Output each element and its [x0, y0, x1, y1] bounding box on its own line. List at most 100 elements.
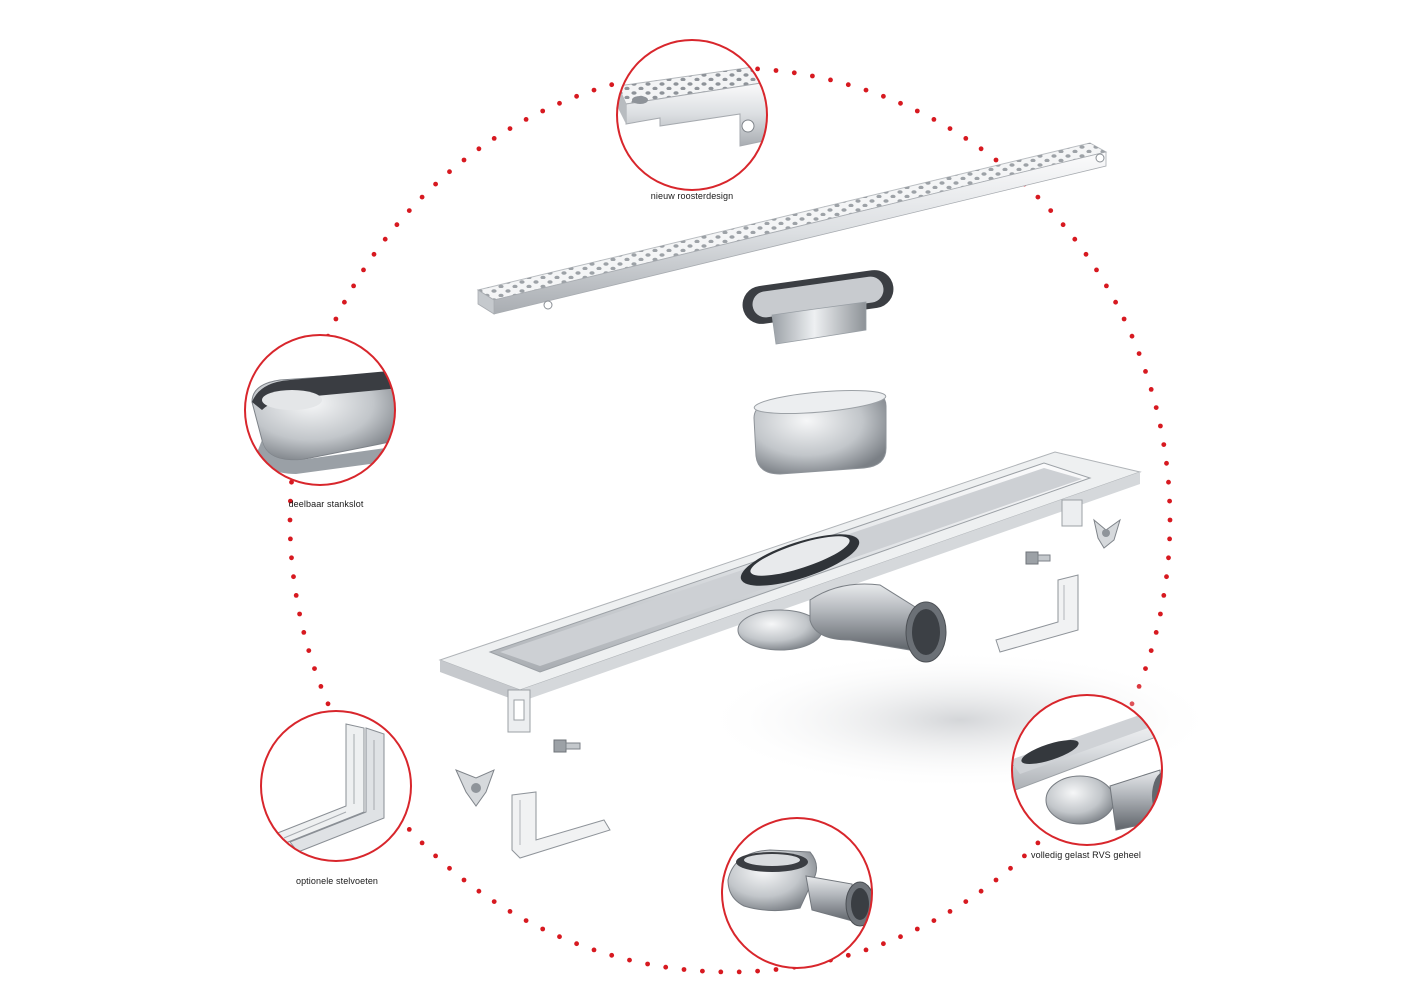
- ring-dot: [963, 136, 969, 141]
- bolt-left: [553, 739, 581, 753]
- ring-dot: [491, 899, 497, 904]
- foot-bracket-right: [995, 574, 1079, 653]
- ring-dot: [318, 684, 324, 689]
- ring-dot: [1143, 369, 1148, 374]
- ring-dot: [1166, 555, 1171, 561]
- ring-dot: [845, 82, 851, 88]
- ring-dot: [476, 888, 482, 894]
- ring-dot: [609, 82, 615, 88]
- ring-dot: [810, 73, 815, 79]
- ring-dot: [433, 853, 438, 859]
- ring-dot: [433, 181, 438, 187]
- outlet-assembly: [737, 583, 947, 663]
- ring-dot: [288, 498, 293, 504]
- ring-dot: [447, 865, 452, 871]
- ring-dot: [1008, 865, 1013, 871]
- ring-dot: [419, 194, 425, 200]
- ring-dot: [342, 299, 347, 305]
- ring-dot: [1129, 333, 1135, 339]
- ring-dot: [1083, 251, 1089, 257]
- callout-odour-trap: [244, 334, 396, 486]
- ring-dot: [291, 574, 296, 580]
- ring-dot: [507, 909, 513, 914]
- label-welded-body: volledig gelast RVS geheel: [1030, 850, 1142, 860]
- ring-dot: [1072, 236, 1078, 242]
- ring-dot: [1060, 222, 1066, 228]
- ring-dot: [394, 222, 400, 228]
- odour-trap-cup: [753, 389, 887, 475]
- bracket-right-top: [1061, 499, 1083, 527]
- ring-dot: [609, 952, 615, 958]
- ring-dot: [773, 967, 779, 972]
- ring-dot: [947, 909, 953, 914]
- ring-dot: [507, 126, 513, 131]
- ring-dot: [1167, 498, 1172, 504]
- ring-dot: [627, 957, 632, 963]
- ring-dot: [1113, 299, 1118, 305]
- ring-dot: [1164, 460, 1169, 466]
- ring-dot: [755, 66, 760, 72]
- ring-dot: [523, 117, 529, 122]
- ring-dot: [931, 918, 937, 923]
- ring-dot: [1143, 666, 1148, 671]
- bolt-right: [1025, 551, 1051, 565]
- ring-dot: [863, 947, 869, 953]
- ring-dot: [1022, 853, 1027, 859]
- ring-dot: [591, 947, 597, 953]
- ring-dot: [289, 479, 294, 485]
- ring-dot: [287, 517, 293, 523]
- ring-dot: [978, 146, 984, 152]
- ring-dot: [1148, 648, 1154, 653]
- ring-dot: [1094, 267, 1099, 273]
- wing-nut-left: [455, 769, 495, 807]
- ring-dot: [382, 236, 388, 242]
- ring-dot: [1158, 423, 1163, 429]
- ring-dot: [828, 77, 833, 83]
- ring-dot: [325, 701, 331, 707]
- ring-dot: [476, 146, 482, 152]
- drain-channel-body: [438, 451, 1142, 702]
- ring-dot: [288, 536, 293, 542]
- ring-dot: [557, 934, 562, 940]
- ring-dot: [333, 316, 339, 322]
- ring-dot: [914, 926, 920, 932]
- ring-dot: [523, 918, 529, 923]
- ring-dot: [540, 926, 546, 932]
- ring-dot: [406, 827, 412, 832]
- callout-grate: [616, 39, 768, 191]
- ring-dot: [1164, 574, 1169, 580]
- wing-nut-right: [1093, 518, 1121, 549]
- ring-dot: [1167, 517, 1173, 523]
- ring-dot: [1153, 630, 1159, 635]
- label-grate-design: nieuw roosterdesign: [650, 191, 734, 201]
- ring-dot: [845, 952, 851, 958]
- ring-dot: [293, 593, 299, 598]
- ring-dot: [931, 117, 937, 122]
- bracket-left-top: [507, 689, 531, 733]
- ring-dot: [1035, 194, 1041, 200]
- ring-dot: [663, 964, 669, 970]
- callout-welded-body: [1011, 694, 1163, 846]
- ring-dot: [1153, 405, 1159, 410]
- ring-dot: [963, 899, 969, 904]
- ring-dot: [574, 941, 579, 947]
- ring-dot: [461, 877, 467, 883]
- ring-dot: [419, 840, 425, 846]
- ring-dot: [718, 969, 724, 975]
- ring-dot: [791, 70, 797, 76]
- ring-dot: [406, 208, 412, 214]
- callout-outlet-bowl: [721, 817, 873, 969]
- callout-feet: [260, 710, 412, 862]
- ring-dot: [898, 100, 903, 106]
- ring-dot: [1121, 316, 1127, 322]
- ring-dot: [351, 283, 356, 289]
- ring-dot: [755, 968, 760, 974]
- ring-dot: [1035, 840, 1041, 846]
- ring-dot: [301, 630, 307, 635]
- odour-trap-top: [742, 270, 894, 345]
- ring-dot: [1158, 611, 1163, 617]
- ring-dot: [289, 555, 294, 561]
- ring-dot: [312, 666, 317, 671]
- ring-dot: [978, 888, 984, 894]
